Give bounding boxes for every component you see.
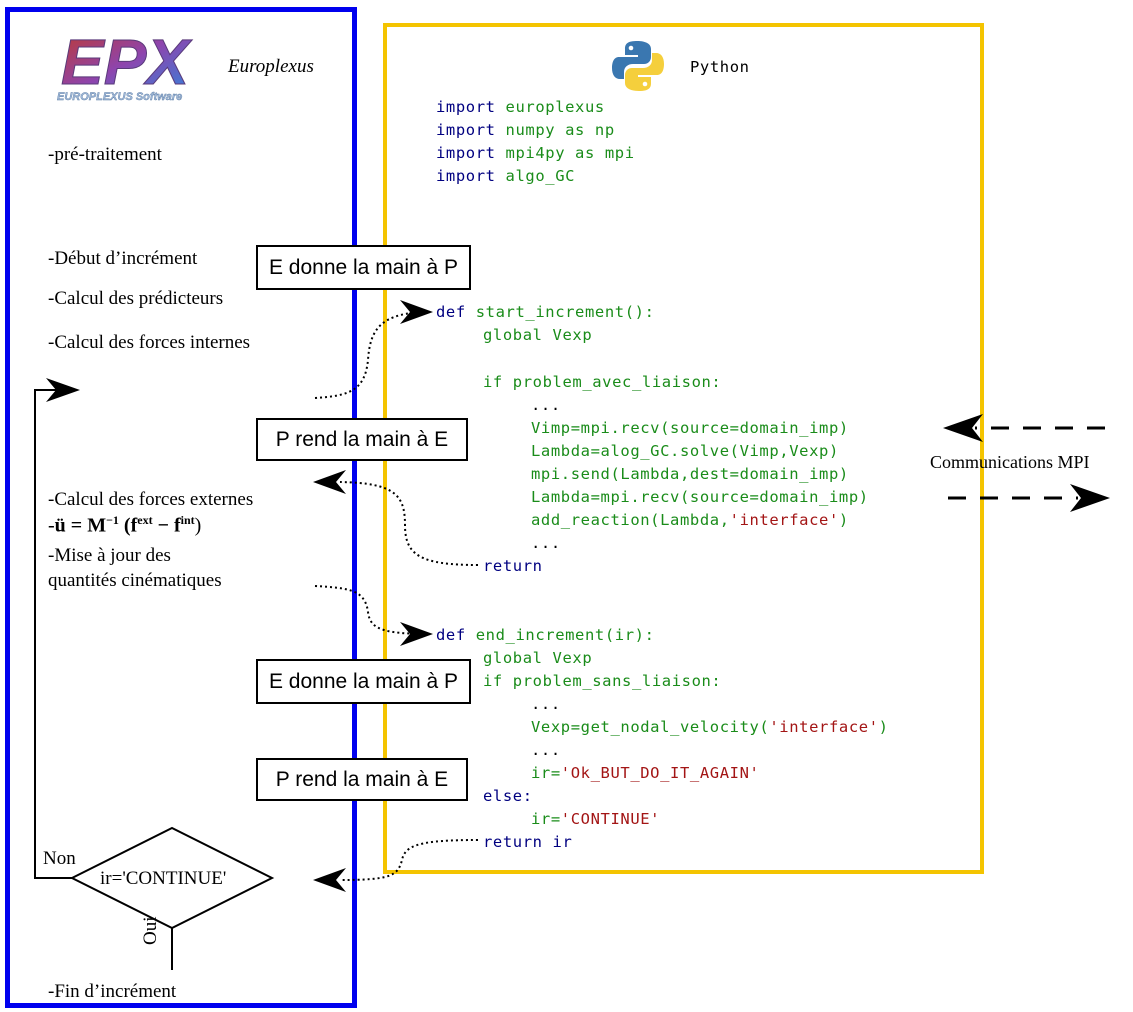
handoff-arrow-end <box>314 585 431 635</box>
import-keyword: import <box>436 167 496 185</box>
import-line-4: import algo_GC <box>436 167 575 185</box>
return-arrowhead-end <box>313 868 346 892</box>
end-ir-continue-line: ir='CONTINUE' <box>531 810 660 828</box>
function-name: start_increment(): <box>475 303 655 321</box>
mpi-outgoing-arrowhead <box>1070 484 1110 512</box>
eq-ext-sup: ext <box>137 513 153 527</box>
handoff-e-to-p-2: E donne la main à P <box>256 659 471 704</box>
start-def-line: def start_increment(): <box>436 303 655 321</box>
eq-fint: − f <box>152 514 181 537</box>
return-arrow-end <box>339 839 479 881</box>
step-forces-internes: -Calcul des forces internes <box>48 332 251 353</box>
end-else-line: else: <box>483 787 533 805</box>
epx-logo-letters: EPX <box>61 26 192 98</box>
step-maj-line1: -Mise à jour des <box>48 545 171 566</box>
import-line-1: import europlexus <box>436 98 605 116</box>
start-send-line: mpi.send(Lambda,dest=domain_imp) <box>531 465 849 483</box>
start-if-line: if problem_avec_liaison: <box>483 373 722 391</box>
import-line-2: import numpy as np <box>436 121 615 139</box>
end-if-line: if problem_sans_liaison: <box>483 672 722 690</box>
handoff-p-to-e-1: P rend la main à E <box>256 418 468 461</box>
epx-logo-icon: EPX EUROPLEXUS Software <box>55 22 225 104</box>
import-module: mpi4py as mpi <box>505 144 635 162</box>
import-line-3: import mpi4py as mpi <box>436 144 635 162</box>
code-call: Vexp=get_nodal_velocity( <box>531 718 770 736</box>
eq-prefix: - <box>48 514 55 537</box>
loop-back-line <box>34 389 72 879</box>
python-logo-icon <box>610 38 666 94</box>
handoff-p-to-e-2: P rend la main à E <box>256 758 468 801</box>
eq-inverse-exp: −1 <box>106 513 119 527</box>
decision-no-label: Non <box>43 848 76 869</box>
import-module: europlexus <box>505 98 605 116</box>
epx-logo-subtext: EUROPLEXUS Software <box>57 91 182 103</box>
step-acceleration-equation: -ü = M−1 (fext − fint) <box>48 513 201 538</box>
import-module: algo_GC <box>505 167 576 185</box>
end-ellipsis-2: ... <box>531 741 561 759</box>
code-string: 'interface' <box>729 511 839 529</box>
code-paren: ) <box>878 718 889 736</box>
import-keyword: import <box>436 144 496 162</box>
code-string: 'interface' <box>769 718 879 736</box>
step-forces-externes: -Calcul des forces externes <box>48 489 254 510</box>
start-global-line: global Vexp <box>483 326 593 344</box>
step-fin-increment: -Fin d’incrément <box>48 981 177 1002</box>
end-def-line: def end_increment(ir): <box>436 626 655 644</box>
def-keyword: def <box>436 303 466 321</box>
decision-yes-label: Oui <box>140 916 161 946</box>
start-vimp-line: Vimp=mpi.recv(source=domain_imp) <box>531 419 849 437</box>
def-keyword: def <box>436 626 466 644</box>
start-lambda-solve-line: Lambda=alog_GC.solve(Vimp,Vexp) <box>531 442 839 460</box>
end-ellipsis-1: ... <box>531 695 561 713</box>
start-ellipsis-1: ... <box>531 396 561 414</box>
start-lambda-recv-line: Lambda=mpi.recv(source=domain_imp) <box>531 488 869 506</box>
end-vexp-line: Vexp=get_nodal_velocity('interface') <box>531 718 889 736</box>
return-arrowhead-start <box>313 470 346 494</box>
return-arrow-start <box>339 481 479 566</box>
handoff-e-to-p-1: E donne la main à P <box>256 245 471 290</box>
step-maj-line2: quantités cinématiques <box>48 570 222 591</box>
step-debut-increment: -Début d’incrément <box>48 248 198 269</box>
start-return-line: return <box>483 557 543 575</box>
europlexus-title: Europlexus <box>228 56 314 77</box>
handoff-arrowhead-end <box>400 622 433 646</box>
import-module: numpy as np <box>505 121 615 139</box>
decision-condition: ir='CONTINUE' <box>100 868 227 889</box>
loop-back-arrowhead <box>46 378 80 402</box>
start-ellipsis-2: ... <box>531 534 561 552</box>
europlexus-box <box>5 7 357 1008</box>
code-string: 'Ok_BUT_DO_IT_AGAIN' <box>560 764 760 782</box>
eq-int-sup: int <box>180 513 195 527</box>
handoff-arrow-start <box>314 311 431 399</box>
import-keyword: import <box>436 121 496 139</box>
decision-diamond <box>69 826 275 930</box>
code-assign: ir= <box>531 764 561 782</box>
import-keyword: import <box>436 98 496 116</box>
end-ir-again-line: ir='Ok_BUT_DO_IT_AGAIN' <box>531 764 759 782</box>
code-call: add_reaction(Lambda, <box>531 511 730 529</box>
step-calcul-predicteurs: -Calcul des prédicteurs <box>48 288 224 309</box>
python-title: Python <box>690 58 750 76</box>
end-return-line: return ir <box>483 833 573 851</box>
step-pretraitement: -pré-traitement <box>48 144 162 165</box>
mpi-incoming-arrowhead <box>943 414 983 442</box>
eq-close: ) <box>194 514 202 537</box>
mpi-label: Communications MPI <box>930 452 1090 472</box>
function-name: end_increment(ir): <box>475 626 655 644</box>
handoff-arrowhead-start <box>400 300 433 324</box>
eq-fext: (f <box>118 514 138 537</box>
eq-lhs: ü = M <box>54 514 107 537</box>
code-assign: ir= <box>531 810 561 828</box>
end-global-line: global Vexp <box>483 649 593 667</box>
code-string: 'CONTINUE' <box>560 810 661 828</box>
start-add-reaction-line: add_reaction(Lambda,'interface') <box>531 511 849 529</box>
code-paren: ) <box>838 511 849 529</box>
